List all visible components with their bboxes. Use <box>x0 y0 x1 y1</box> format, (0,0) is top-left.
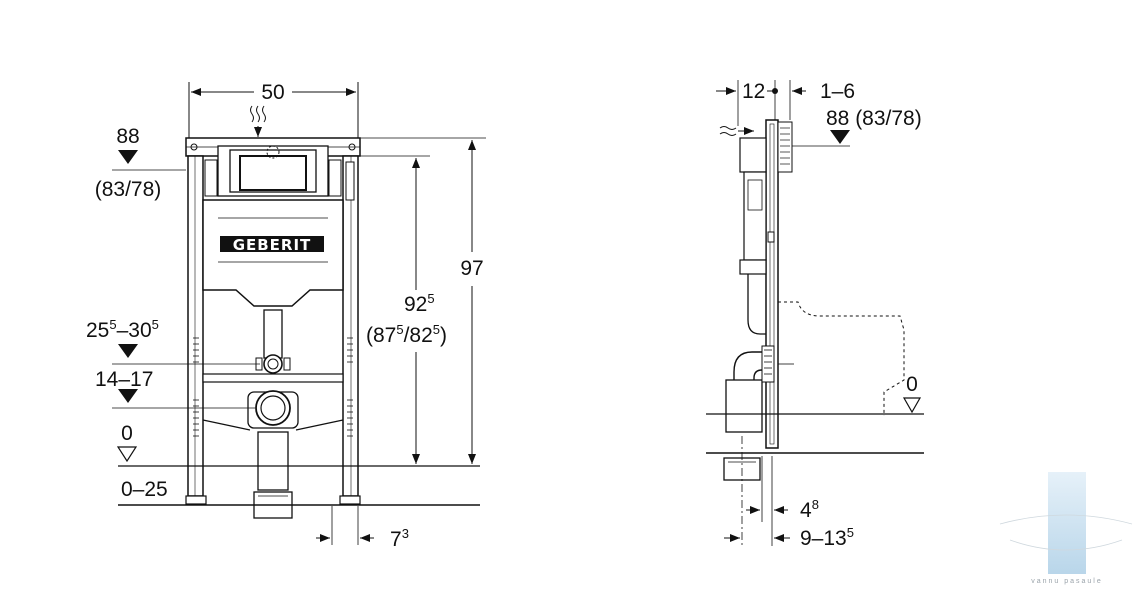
side-mark-label: 88 (83/78) <box>826 107 922 130</box>
flush-height-label: 925 <box>404 291 435 316</box>
floor-zero-label: 0 <box>121 422 133 445</box>
watermark-logo: vannu pasaule <box>999 472 1133 585</box>
height-dimensions: 925 (875/825) 97 <box>352 137 486 464</box>
flush-height-alt-label: (875/825) <box>366 322 447 347</box>
cistern: GEBERIT <box>202 199 344 307</box>
side-frame <box>739 119 793 449</box>
flush-plate-area <box>204 105 355 201</box>
side-view: 12 1–6 88 (83/78) <box>706 80 924 550</box>
depth-range-label: 9–135 <box>800 525 854 550</box>
mark-88-triangle-icon <box>118 150 138 164</box>
drain-range-label: 14–17 <box>95 368 153 391</box>
drain-triangle-icon <box>118 389 138 403</box>
side-mark-triangle-icon <box>830 130 850 144</box>
flush-pipe <box>255 309 291 374</box>
geberit-logo-text: GEBERIT <box>233 236 312 254</box>
watermark-text: vannu pasaule <box>1031 578 1103 585</box>
outlet-range-label: 255–305 <box>86 317 159 342</box>
drain-connection <box>247 390 299 519</box>
floor-zero-triangle-icon <box>116 446 138 463</box>
side-floor-zero-triangle-icon <box>902 397 922 414</box>
side-floor-zero-label: 0 <box>906 373 918 396</box>
side-bottom-dimensions: 48 9–135 <box>724 436 854 550</box>
water-inlet-icon <box>719 126 737 136</box>
toilet-bowl-outline <box>778 301 905 416</box>
side-height-marker: 88 (83/78) <box>790 107 922 147</box>
geberit-logo <box>220 236 324 252</box>
total-height-label: 97 <box>460 257 483 280</box>
left-height-markers: 88 (83/78) 255–305 14–17 0 0–25 <box>86 125 260 501</box>
side-drain-bend <box>725 345 794 433</box>
foot-offset-label: 73 <box>390 526 409 551</box>
gap-label: 12 <box>742 80 765 103</box>
outlet-triangle-icon <box>118 344 138 358</box>
floor-range-label: 0–25 <box>121 478 168 501</box>
foot-offset-dimension: 73 <box>316 506 409 551</box>
adjust-range-label: 1–6 <box>820 80 855 103</box>
front-view: 50 <box>86 81 486 551</box>
top-gap-dimensions: 12 1–6 <box>716 80 855 126</box>
width-label: 50 <box>261 81 284 104</box>
mark-83-78-label: (83/78) <box>95 178 162 201</box>
pipe-offset-label: 48 <box>800 497 819 522</box>
width-dimension: 50 <box>188 81 359 138</box>
mark-88-label: 88 <box>116 125 139 148</box>
